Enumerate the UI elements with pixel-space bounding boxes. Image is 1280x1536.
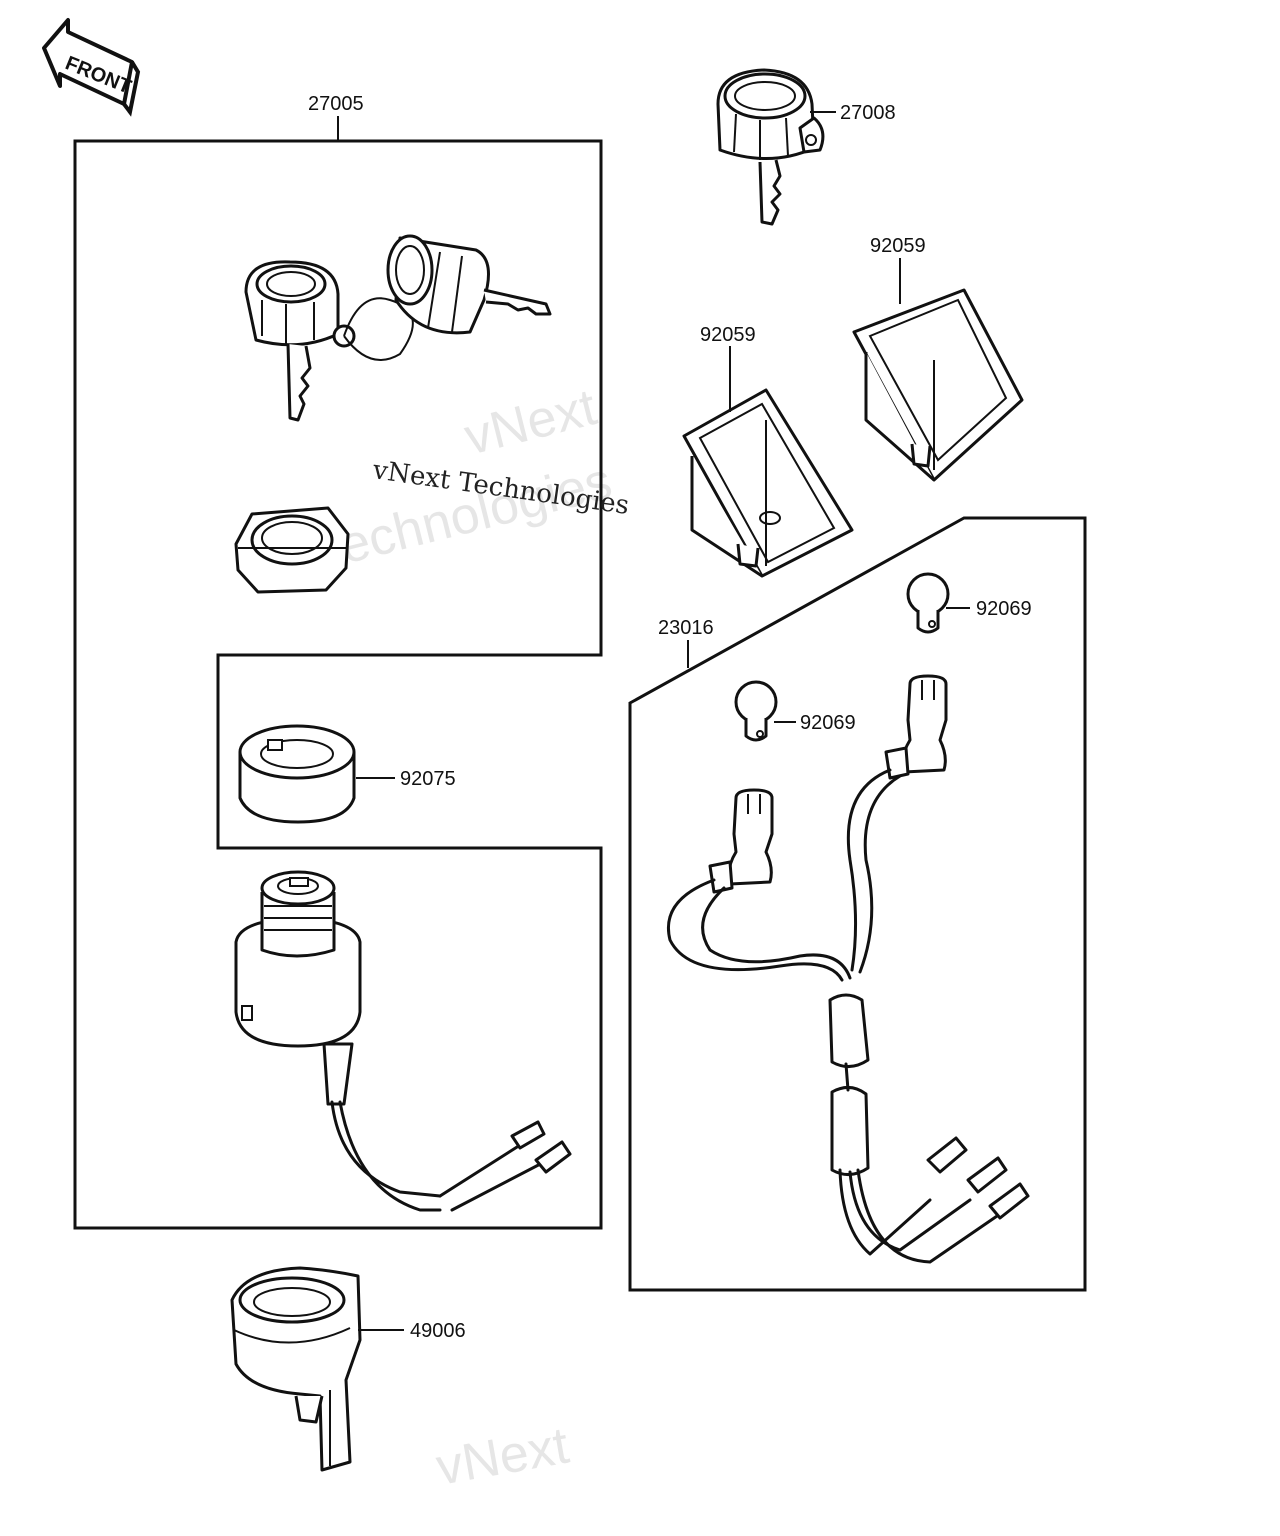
ghost-watermark-bottom: vNext (432, 1417, 574, 1497)
socket-cover-92059-left (682, 388, 854, 578)
part-number-92069-lower: 92069 (800, 712, 856, 734)
part-number-49006: 49006 (410, 1320, 466, 1342)
bulb-92069-upper (906, 572, 950, 634)
bulb-92069-lower (734, 680, 778, 742)
part-number-92059-left: 92059 (700, 324, 756, 346)
part-number-23016: 23016 (658, 617, 714, 639)
part-number-92075: 92075 (400, 768, 456, 790)
key-cap-with-key (244, 234, 552, 422)
key-cap-27008 (716, 68, 825, 226)
part-number-27005: 27005 (308, 93, 364, 115)
switch-cover-49006 (230, 1266, 362, 1472)
ring-92075 (238, 724, 356, 824)
front-arrow-icon: FRONT (42, 18, 141, 117)
part-number-92069-upper: 92069 (976, 598, 1032, 620)
part-number-27008: 27008 (840, 102, 896, 124)
kit-frame-27005 (73, 139, 603, 1230)
hex-nut (234, 506, 350, 594)
ghost-watermark-line1: vNext (459, 378, 603, 467)
kit-frame-23016 (628, 516, 1087, 1292)
socket-cover-92059-right (852, 288, 1024, 482)
part-number-92059-right: 92059 (870, 235, 926, 257)
wiring-harness-23016 (667, 674, 1030, 1264)
ignition-switch (234, 870, 572, 1212)
